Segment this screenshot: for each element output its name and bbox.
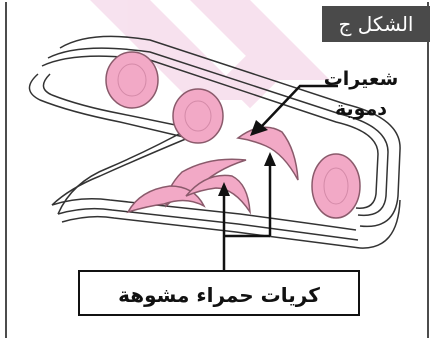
capillary-wall-lower [51,127,401,249]
capillaries-label-line1: شعيرات [323,68,399,90]
watermark [90,0,330,109]
deformed-cells-label: كريات حمراء مشوهة [78,270,360,316]
arrows [218,84,338,270]
capillaries-label: شعيرات دموية [306,64,416,124]
frame [5,2,429,338]
capillaries-arrow [261,84,338,127]
deformed-red-cells [126,126,299,215]
capillary-wall-upper [28,35,401,228]
red-blood-cells [105,51,361,219]
capillaries-label-line2: دموية [334,98,388,120]
figure-tag: الشكل ج [322,6,430,42]
